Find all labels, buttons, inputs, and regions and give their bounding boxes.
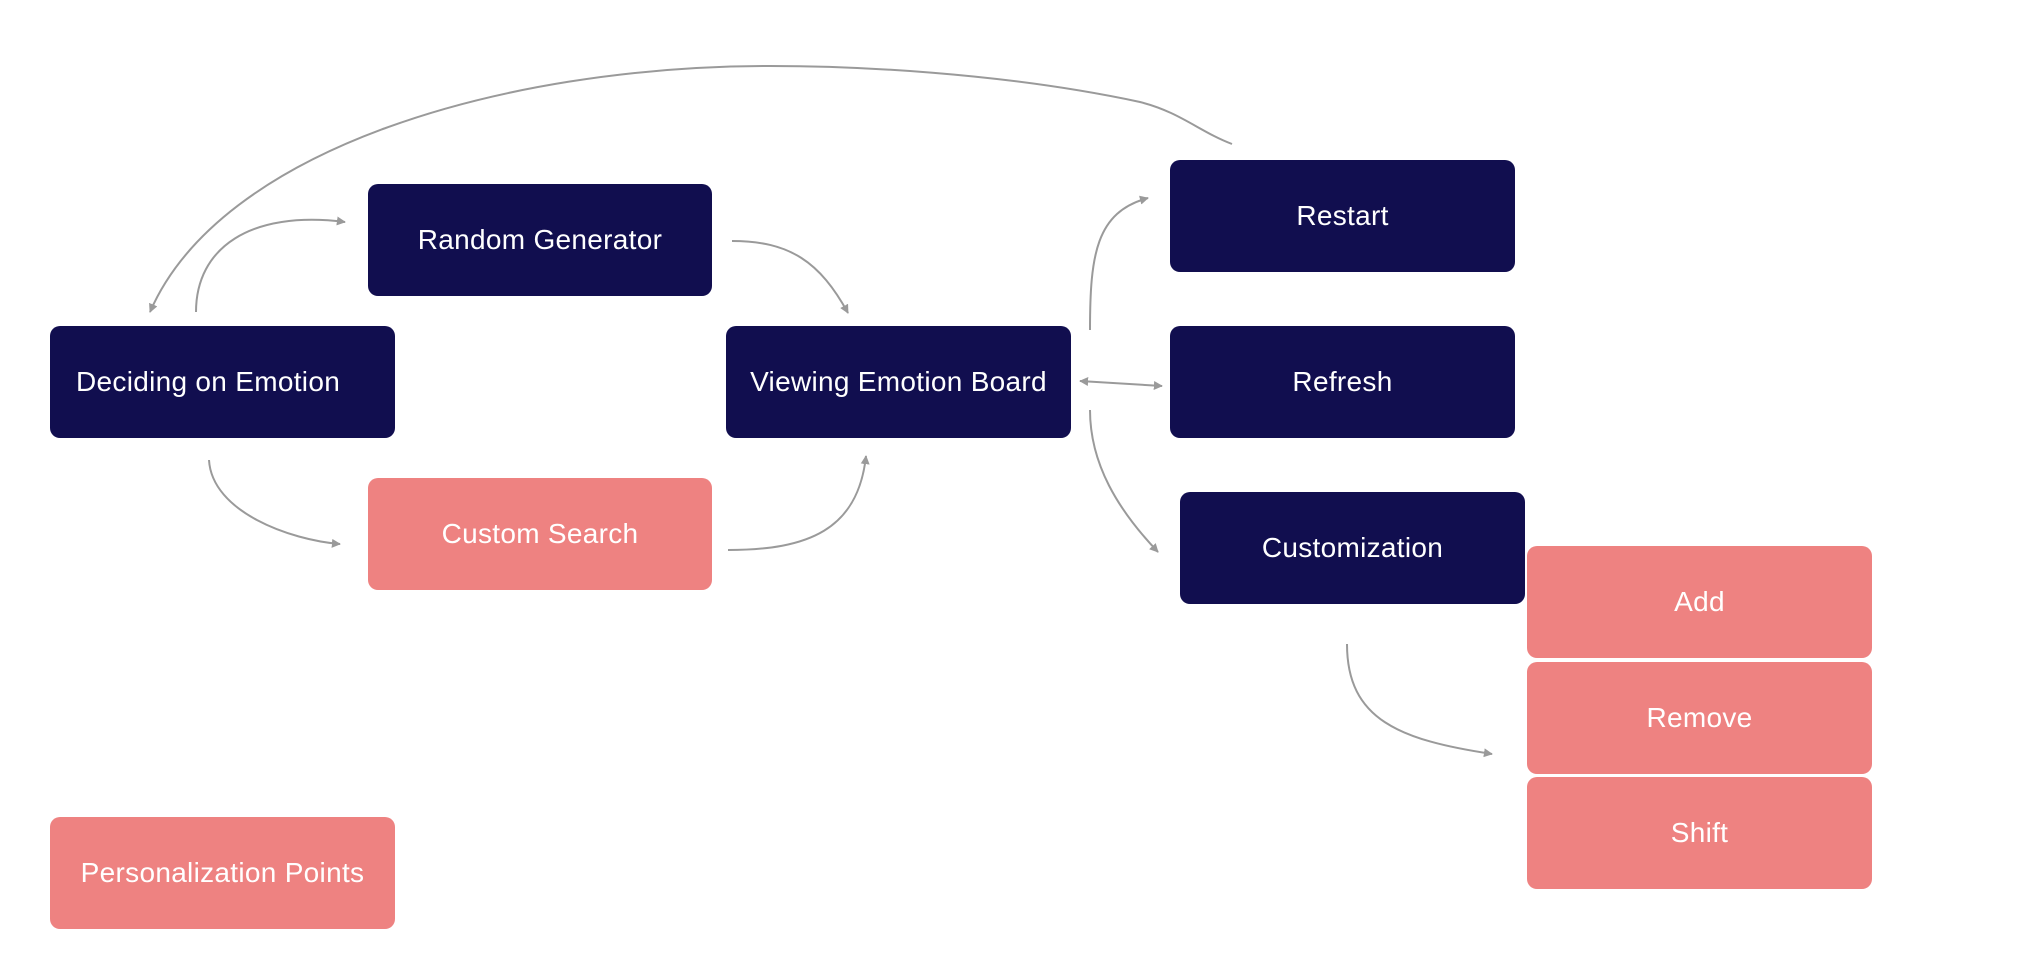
node-custom-search-label: Custom Search bbox=[441, 518, 639, 549]
node-customization: Customization bbox=[1180, 492, 1525, 604]
arrow-viewing-refresh-bidirectional bbox=[1079, 377, 1163, 390]
node-custom-search: Custom Search bbox=[368, 478, 712, 590]
node-add-label: Add bbox=[1674, 586, 1725, 617]
node-viewing-emotion-board: Viewing Emotion Board bbox=[726, 326, 1071, 438]
node-random-generator-label: Random Generator bbox=[417, 224, 663, 255]
node-refresh: Refresh bbox=[1170, 326, 1515, 438]
node-shift-label: Shift bbox=[1670, 817, 1729, 848]
node-restart: Restart bbox=[1170, 160, 1515, 272]
arrow-deciding-to-custom bbox=[208, 459, 341, 548]
node-refresh-label: Refresh bbox=[1292, 366, 1393, 397]
node-restart-label: Restart bbox=[1296, 200, 1389, 231]
arrow-customization-to-options bbox=[1346, 643, 1493, 758]
node-viewing-emotion-board-label: Viewing Emotion Board bbox=[750, 366, 1047, 397]
arrow-viewing-to-restart bbox=[1089, 195, 1149, 331]
legend-personalization-points: Personalization Points bbox=[50, 817, 395, 929]
node-deciding-on-emotion-label: Deciding on Emotion bbox=[76, 366, 341, 397]
node-remove: Remove bbox=[1527, 662, 1872, 774]
arrow-custom-to-viewing bbox=[727, 455, 870, 551]
arrow-random-to-viewing bbox=[731, 240, 849, 314]
node-customization-label: Customization bbox=[1261, 532, 1444, 563]
legend-personalization-points-label: Personalization Points bbox=[80, 857, 365, 888]
node-remove-label: Remove bbox=[1646, 702, 1753, 733]
node-shift: Shift bbox=[1527, 777, 1872, 889]
arrow-viewing-to-customization bbox=[1089, 409, 1159, 553]
arrow-restart-to-deciding bbox=[149, 64, 1233, 313]
node-deciding-on-emotion: Deciding on Emotion bbox=[50, 326, 395, 438]
arrow-deciding-to-random bbox=[195, 216, 346, 313]
node-random-generator: Random Generator bbox=[368, 184, 712, 296]
node-add: Add bbox=[1527, 546, 1872, 658]
